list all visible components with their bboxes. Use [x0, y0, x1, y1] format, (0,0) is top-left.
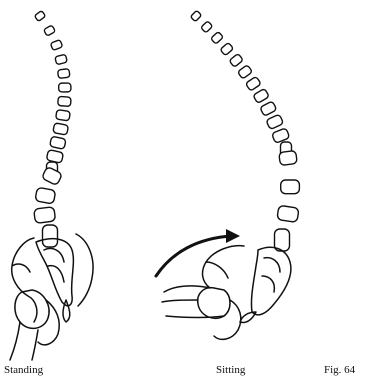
caption-standing: Standing: [4, 364, 44, 376]
vertebra: [281, 180, 300, 194]
vertebra: [279, 150, 298, 165]
figure-number: Fig. 64: [324, 364, 356, 376]
vertebra: [53, 123, 69, 135]
caption-sitting: Sitting: [216, 364, 246, 376]
vertebra: [272, 128, 290, 144]
vertebra: [211, 32, 224, 45]
standing-pelvis: [10, 234, 93, 360]
vertebra: [41, 166, 62, 185]
vertebra: [58, 96, 71, 106]
vertebra: [50, 136, 67, 149]
vertebra: [59, 83, 71, 92]
standing-sacral-curve: [76, 234, 93, 306]
vertebra: [229, 53, 243, 67]
sitting-sacrum-inner: [262, 258, 280, 292]
vertebra: [190, 10, 201, 21]
sitting-pelvis: [162, 246, 291, 340]
vertebra: [34, 11, 45, 22]
vertebra: [44, 25, 56, 36]
vertebra: [58, 69, 70, 79]
vertebra: [35, 187, 56, 204]
vertebra: [253, 88, 269, 103]
curved-arrow-icon: [156, 229, 240, 276]
vertebra: [43, 225, 58, 247]
sitting-ischium: [214, 300, 241, 339]
sitting-spine-illustration: [190, 10, 299, 251]
vertebra: [55, 54, 68, 64]
standing-spine-illustration: [34, 11, 71, 247]
vertebra: [50, 40, 62, 51]
vertebra: [201, 21, 213, 33]
vertebra: [34, 207, 56, 224]
vertebra: [56, 110, 71, 121]
vertebra: [266, 114, 284, 130]
sitting-femur-head: [198, 288, 230, 319]
vertebra: [277, 205, 299, 222]
vertebra: [260, 101, 277, 116]
vertebra: [220, 42, 234, 55]
sitting-sacrum: [251, 247, 290, 315]
sitting-femur-shaft: [162, 300, 224, 318]
vertebra: [245, 76, 261, 91]
sitting-ilium: [164, 246, 244, 292]
standing-coccyx: [63, 300, 70, 322]
vertebra: [237, 65, 252, 79]
vertebra: [46, 150, 63, 164]
